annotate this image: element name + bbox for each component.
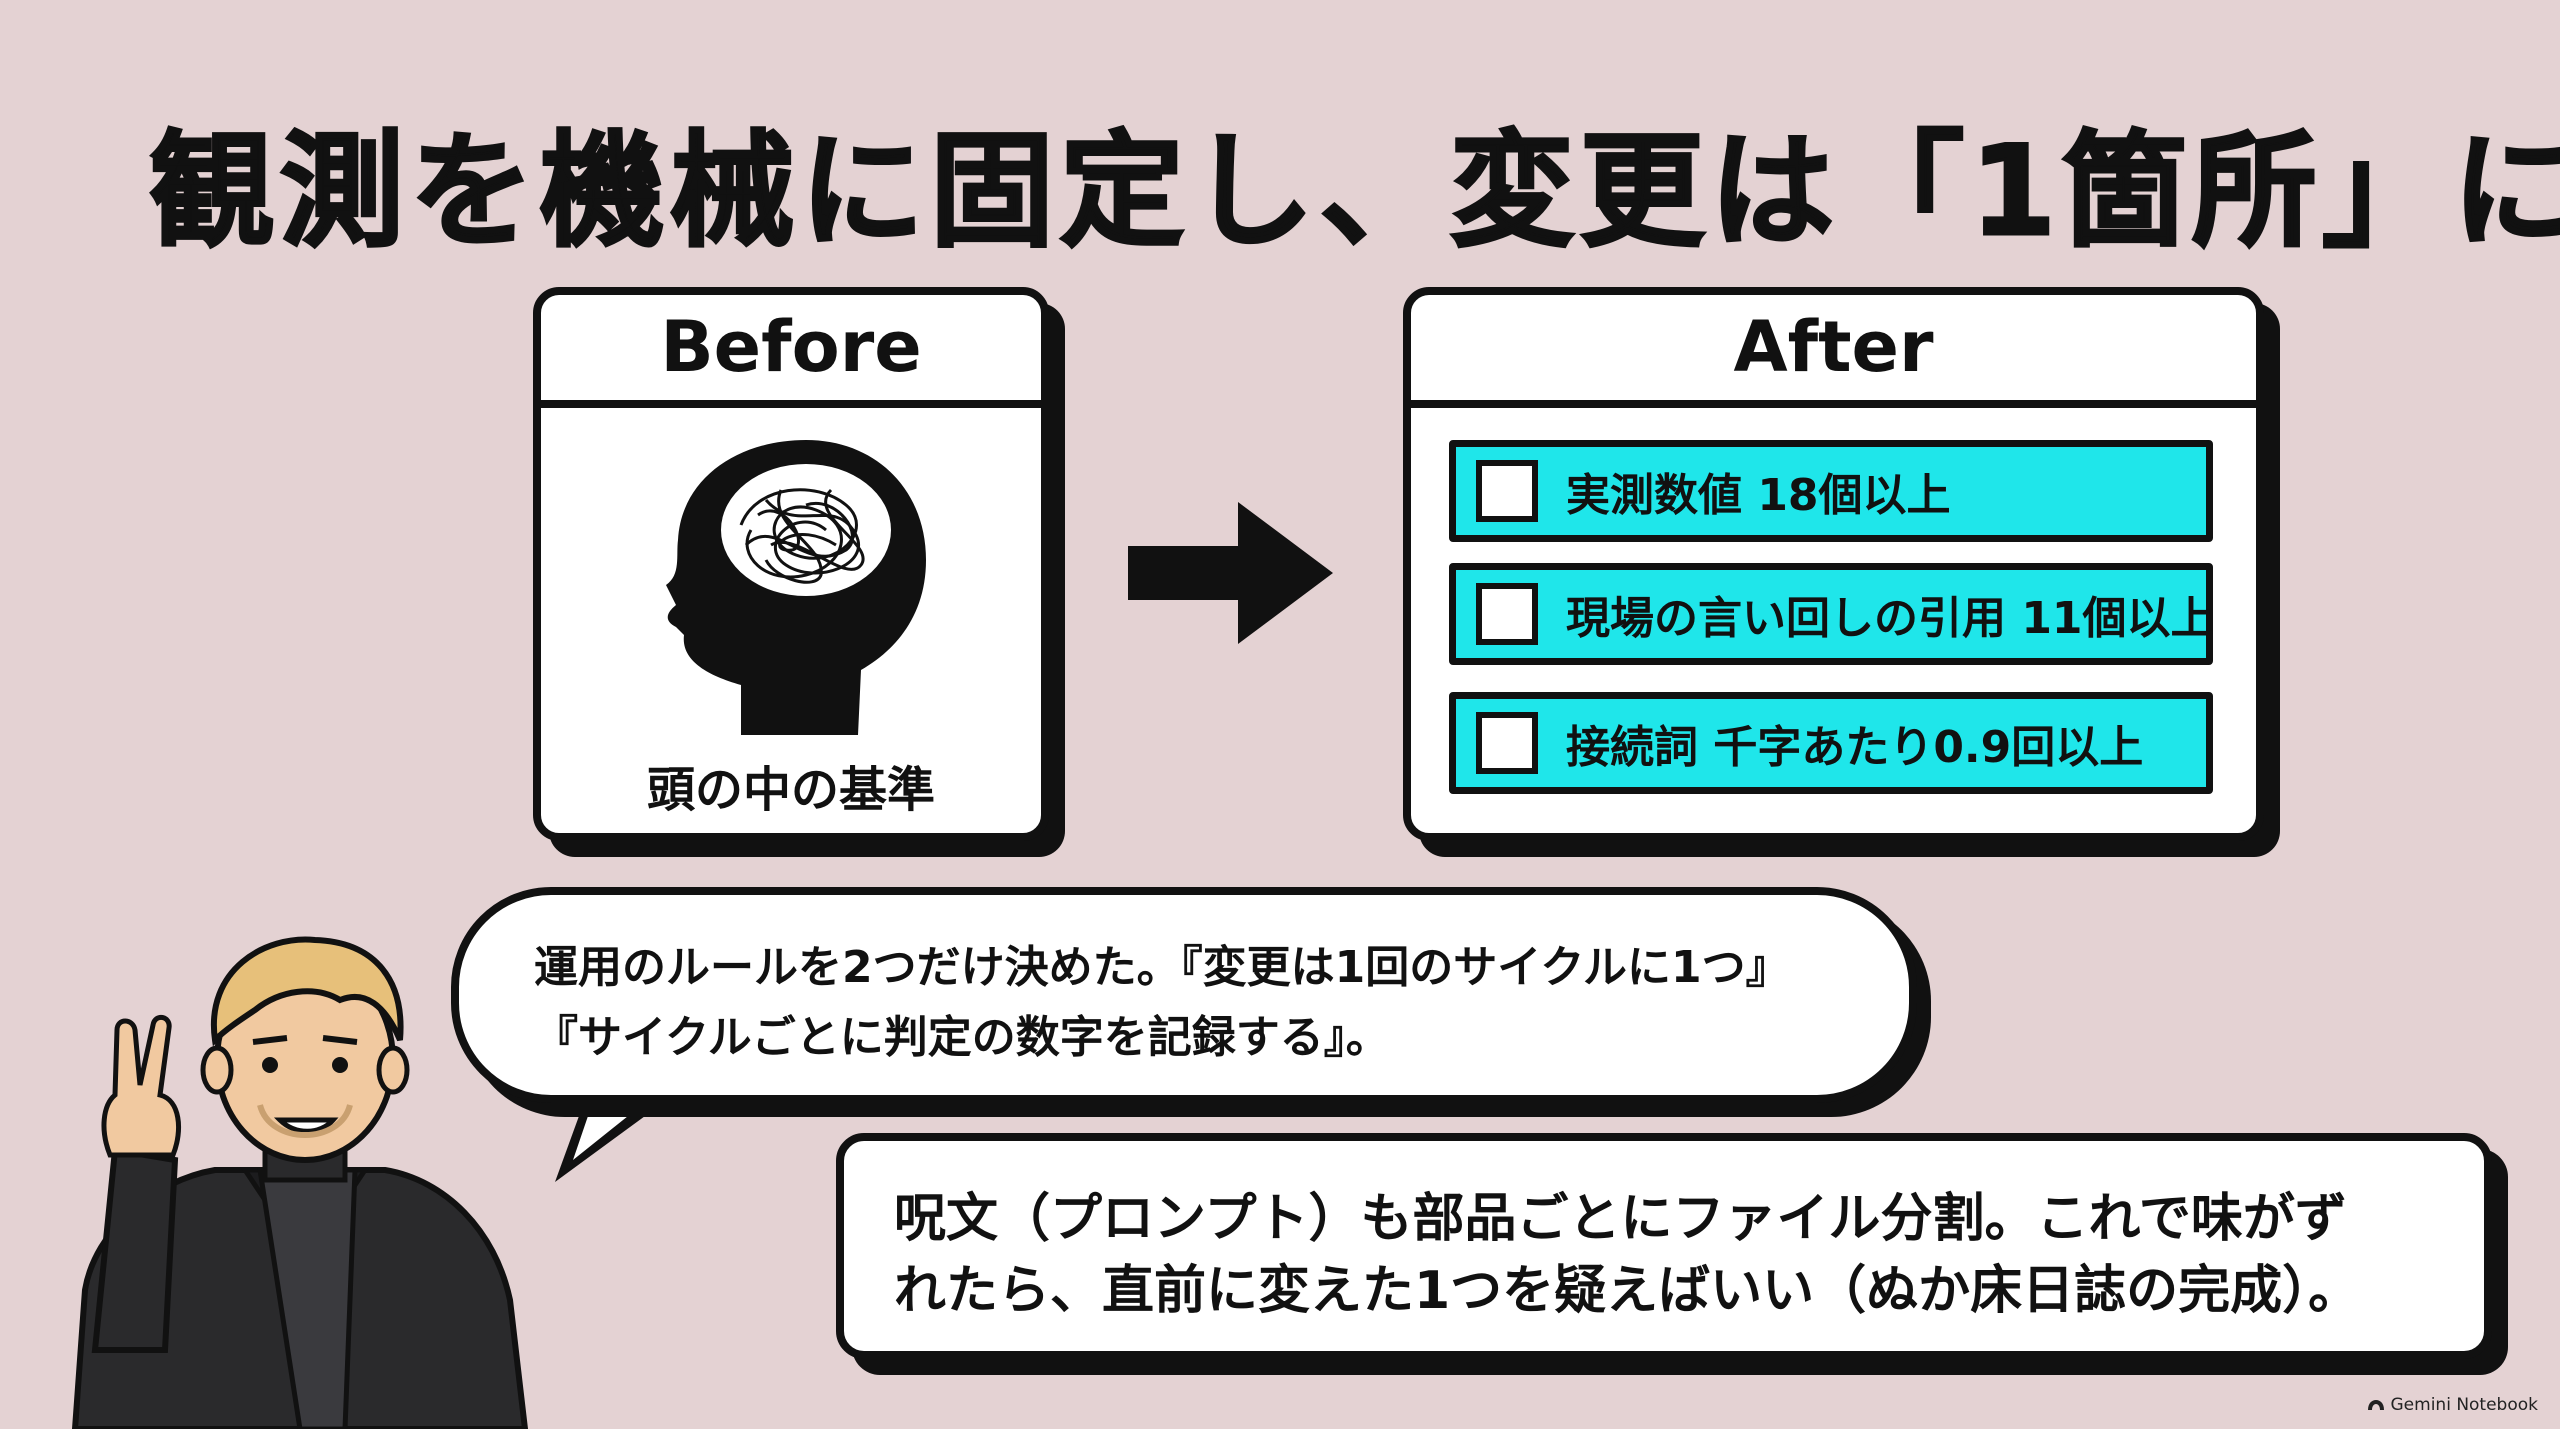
note-line-2: れたら、直前に変えた1つを疑えばいい（ぬか床日誌の完成）。 <box>894 1261 2361 1321</box>
checklist-item[interactable]: 実測数値 18個以上 <box>1449 440 2213 542</box>
after-heading: After <box>1411 295 2256 408</box>
speech-line-1: 運用のルールを2つだけ決めた。『変更は1回のサイクルに1つ』 <box>534 942 1790 993</box>
checkbox[interactable] <box>1476 583 1538 645</box>
credit-watermark: Gemini Notebook <box>2367 1395 2539 1415</box>
presenter-avatar <box>71 936 529 1429</box>
checkbox[interactable] <box>1476 460 1538 522</box>
notebook-logo-icon <box>2367 1400 2384 1410</box>
checkbox[interactable] <box>1476 712 1538 774</box>
checklist-item[interactable]: 接続詞 千字あたり0.9回以上 <box>1449 692 2213 794</box>
note-box: 呪文（プロンプト）も部品ごとにファイル分割。これで味がず れたら、直前に変えた1… <box>836 1133 2492 1359</box>
after-panel: After 実測数値 18個以上 現場の言い回しの引用 11個以上 接続詞 千字… <box>1403 287 2264 841</box>
before-panel: Before 頭の中の基準 <box>533 287 1049 841</box>
speech-line-2: 『サイクルごとに判定の数字を記録する』。 <box>534 1012 1390 1063</box>
before-heading: Before <box>541 295 1041 408</box>
tangled-brain-head-icon <box>666 440 926 735</box>
note-line-1: 呪文（プロンプト）も部品ごとにファイル分割。これで味がず <box>894 1189 2347 1249</box>
checklist-item-label: 実測数値 18個以上 <box>1566 470 1951 521</box>
checklist-item-label: 接続詞 千字あたり0.9回以上 <box>1566 722 2144 773</box>
credit-text: Gemini Notebook <box>2390 1395 2539 1415</box>
right-arrow-icon <box>1128 502 1333 644</box>
speech-bubble: 運用のルールを2つだけ決めた。『変更は1回のサイクルに1つ』 『サイクルごとに判… <box>451 887 1917 1103</box>
speech-text: 運用のルールを2つだけ決めた。『変更は1回のサイクルに1つ』 『サイクルごとに判… <box>534 933 1790 1073</box>
checklist-item-label: 現場の言い回しの引用 11個以上 <box>1566 593 2215 644</box>
note-text: 呪文（プロンプト）も部品ごとにファイル分割。これで味がず れたら、直前に変えた1… <box>894 1183 2360 1327</box>
checklist-item[interactable]: 現場の言い回しの引用 11個以上 <box>1449 563 2215 665</box>
slide-title: 観測を機械に固定し、変更は「1箇所」に <box>149 119 2560 266</box>
before-caption: 頭の中の基準 <box>646 762 935 818</box>
